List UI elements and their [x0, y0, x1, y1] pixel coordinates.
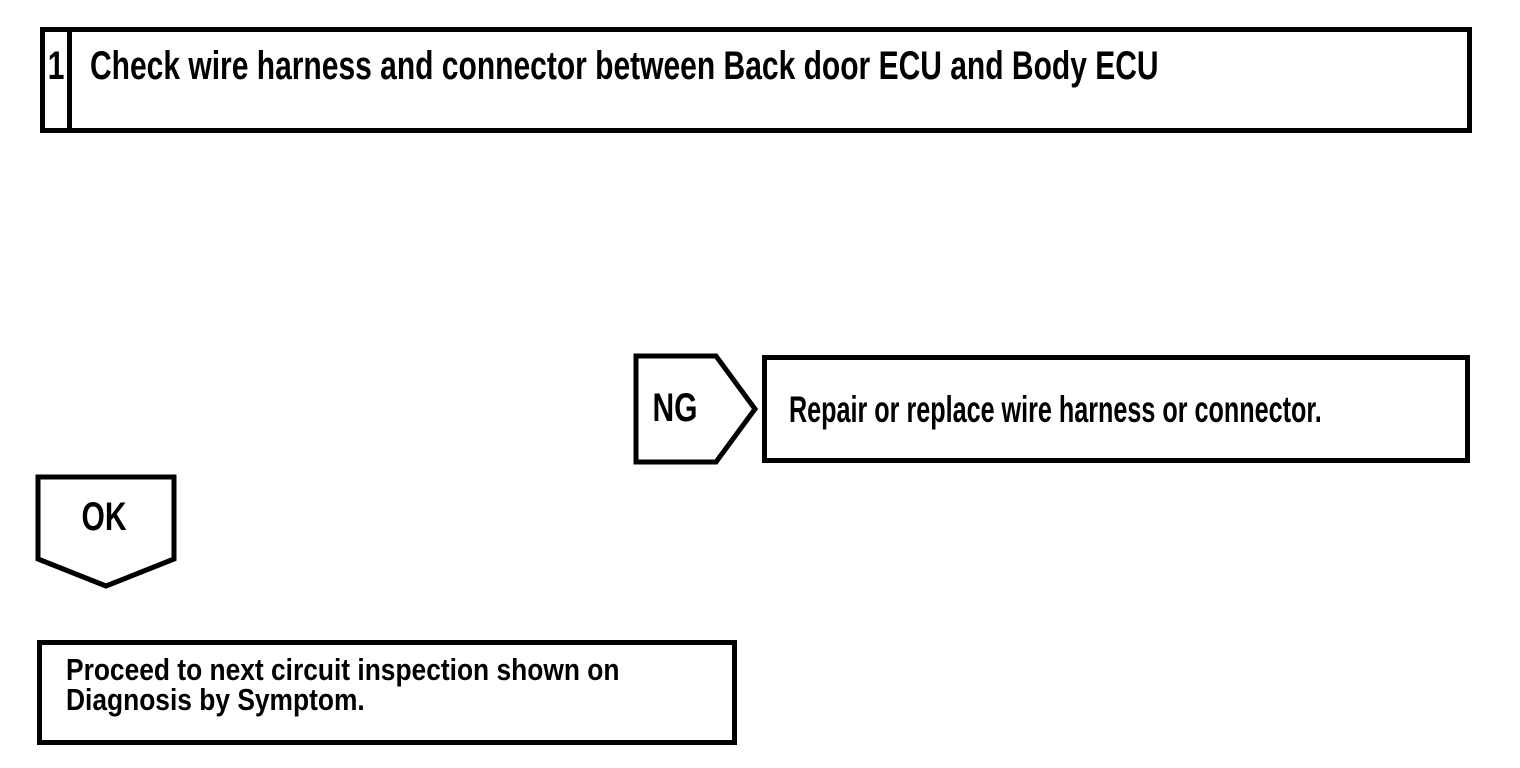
ng-connector-label: NG — [652, 386, 698, 430]
ok-connector-label: OK — [81, 495, 127, 539]
ng-arrow-shape — [633, 353, 759, 465]
ng-action-text: Repair or replace wire harness or connec… — [789, 388, 1322, 430]
ng-arrow-icon — [633, 353, 759, 465]
ok-action-text-line2: Diagnosis by Symptom. — [66, 682, 365, 717]
ok-action-text-line1: Proceed to next circuit inspection shown… — [66, 652, 620, 687]
step-number: 1 — [47, 44, 65, 88]
step-instruction: Check wire harness and connector between… — [90, 44, 1159, 88]
step-number-cell: 1 — [45, 32, 73, 128]
ng-action-box: Repair or replace wire harness or connec… — [762, 355, 1470, 463]
ng-connector-label-layer: NG — [633, 357, 717, 459]
step-instruction-cell: Check wire harness and connector between… — [72, 32, 1520, 128]
ok-connector-label-layer: OK — [36, 477, 172, 557]
ok-action-box: Proceed to next circuit inspection shown… — [37, 640, 737, 745]
ok-arrow-icon — [35, 474, 177, 590]
step-box: 1 Check wire harness and connector betwe… — [40, 27, 1472, 133]
ok-arrow-shape — [35, 474, 177, 589]
